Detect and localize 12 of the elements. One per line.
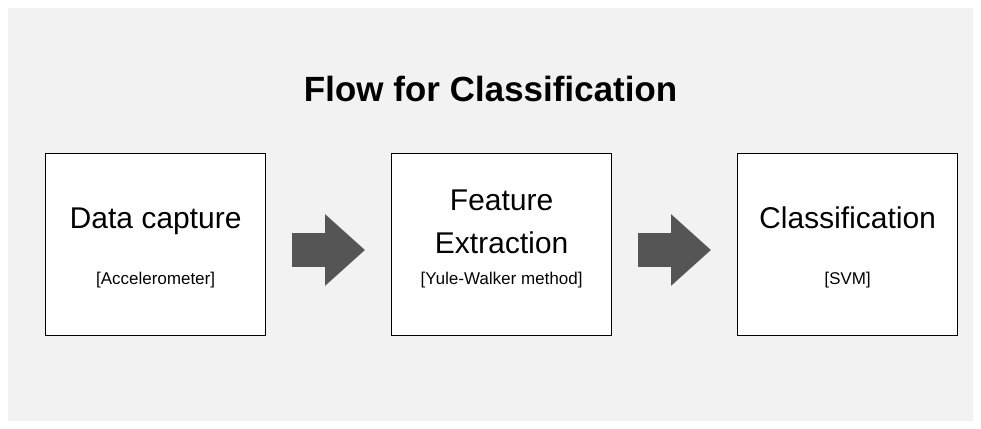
box-subtitle: [Accelerometer] [94,269,216,289]
box-heading: Classification [758,201,937,237]
box-heading: Data capture [68,201,242,237]
box-subtitle: [SVM] [823,269,872,289]
diagram-title: Flow for Classification [302,70,678,110]
process-box [391,153,612,336]
process-box [45,153,266,336]
box-subtitle: [Yule-Walker method] [420,269,584,289]
block-arrow [292,214,365,286]
process-box [737,153,958,336]
box-heading: Feature Extraction [434,183,570,262]
block-arrow [638,214,711,286]
